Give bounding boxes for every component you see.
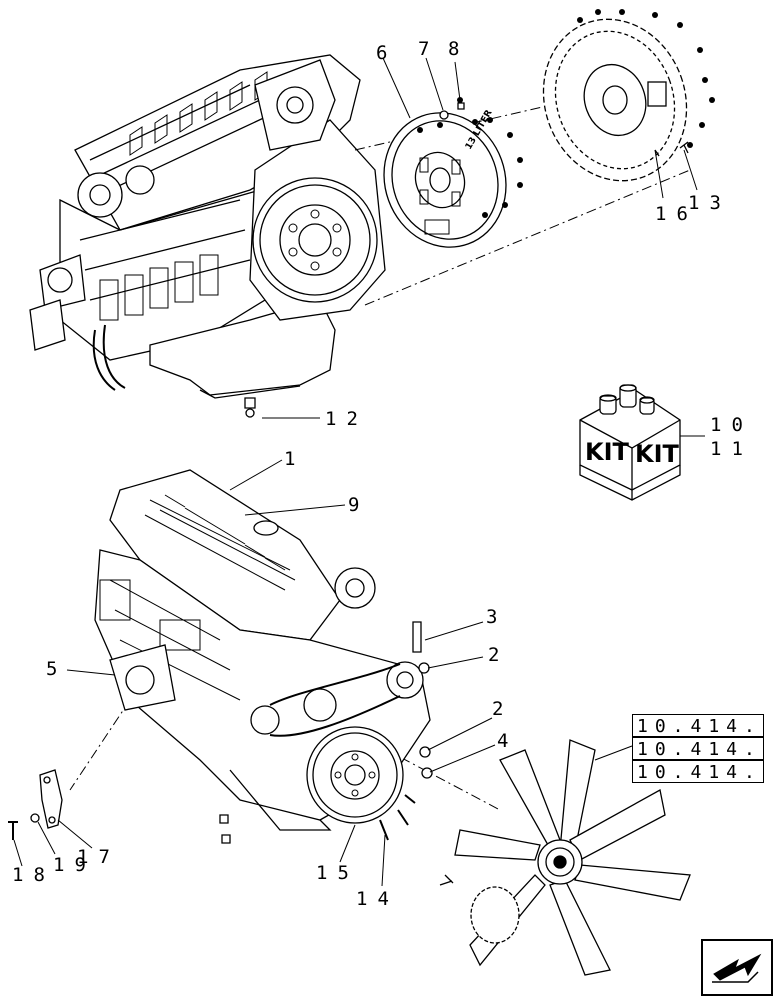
callout-10: 10: [710, 414, 753, 436]
reference-text: 10.414.: [637, 739, 762, 760]
bolt-parts-top: [439, 102, 689, 157]
callout-17: 17: [77, 846, 120, 868]
callout-2b: 2: [492, 698, 514, 720]
callout-15: 15: [316, 862, 359, 884]
kit-left-label: KIT: [585, 438, 630, 466]
callout-12: 12: [325, 408, 368, 430]
cooling-fan: [439, 739, 691, 976]
reference-text: 10.414.: [637, 762, 762, 783]
kit-right-label: KIT: [635, 440, 680, 468]
callout-7: 7: [418, 38, 440, 60]
callout-3: 3: [486, 606, 508, 628]
engine-rear-view: [29, 54, 386, 418]
callout-14: 14: [356, 888, 399, 910]
callout-6: 6: [376, 42, 398, 64]
clutch-disc: [383, 112, 507, 248]
callout-1: 1: [284, 448, 306, 470]
reference-text: 10.414.: [637, 716, 762, 737]
kit-box: KIT KIT: [579, 384, 681, 501]
nav-arrow-button[interactable]: [701, 939, 773, 996]
reference-link-1[interactable]: 10.414.: [632, 714, 764, 737]
bracket-parts: [8, 769, 63, 840]
callout-19: 19: [53, 854, 96, 876]
reference-link-3[interactable]: 10.414.: [632, 760, 764, 783]
callout-8: 8: [448, 38, 470, 60]
callout-16: 16: [655, 203, 698, 225]
engine-front-view: [94, 469, 431, 844]
callout-4: 4: [497, 730, 519, 752]
small-parts-right: [379, 621, 433, 841]
callout-11: 11: [710, 438, 753, 460]
leader-lines-bottom: [13, 459, 633, 887]
callout-2a: 2: [488, 644, 510, 666]
callout-18: 18: [12, 864, 55, 886]
pressure-plate: [542, 18, 688, 182]
arrow-left-down-icon: [713, 953, 762, 981]
reference-link-2[interactable]: 10.414.: [632, 737, 764, 760]
callout-13: 13: [688, 192, 731, 214]
bolt-dots: [417, 97, 523, 218]
callout-9: 9: [348, 494, 370, 516]
callout-5: 5: [46, 658, 68, 680]
pressure-plate-bolts: [577, 9, 715, 148]
